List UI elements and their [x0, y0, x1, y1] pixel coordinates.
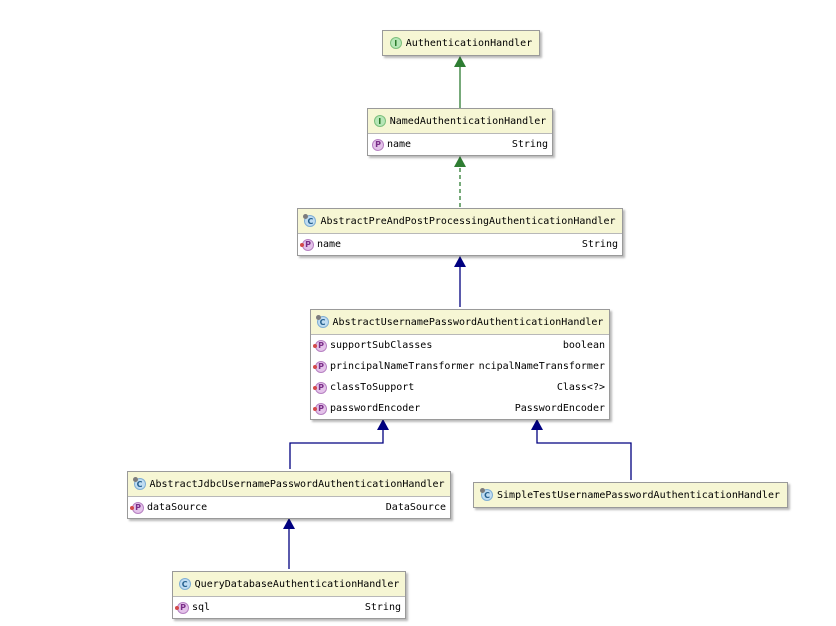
property-type: PasswordEncoder [514, 403, 605, 414]
property-name: name [317, 239, 342, 250]
property-name: name [387, 139, 412, 150]
abstract-class-icon: C [132, 477, 146, 490]
node-abstract-pre-and-post-processing-handler[interactable]: C AbstractPreAndPostProcessingAuthentica… [297, 208, 623, 256]
interface-icon: I [389, 37, 402, 49]
property-row: P name String [298, 234, 622, 255]
property-type: String [581, 239, 618, 250]
node-header: C AbstractPreAndPostProcessingAuthentica… [298, 209, 622, 234]
property-name: passwordEncoder [330, 403, 421, 414]
node-simple-test-username-password-handler[interactable]: C SimpleTestUsernamePasswordAuthenticati… [473, 482, 788, 508]
arrowhead-authentication-handler [454, 56, 466, 67]
property-row: P principalNameTransformer ncipalNameTra… [311, 356, 609, 377]
property-icon: P [313, 402, 327, 415]
class-icon: C [178, 578, 191, 590]
node-title: QueryDatabaseAuthenticationHandler [194, 578, 400, 590]
node-header: I AuthenticationHandler [383, 31, 539, 55]
node-header: I NamedAuthenticationHandler [368, 109, 552, 134]
node-abstract-username-password-handler[interactable]: C AbstractUsernamePasswordAuthentication… [310, 309, 610, 420]
node-header: C SimpleTestUsernamePasswordAuthenticati… [474, 483, 787, 507]
property-type: Class<?> [556, 382, 605, 393]
property-row: P supportSubClasses boolean [311, 335, 609, 356]
property-row: P dataSource DataSource [128, 497, 450, 518]
property-type: String [511, 139, 548, 150]
property-type: DataSource [385, 502, 446, 513]
property-name: dataSource [147, 502, 208, 513]
property-icon: P [372, 138, 384, 151]
class-icon: C [480, 488, 494, 501]
arrowhead-username-password-right [531, 419, 543, 430]
property-name: principalNameTransformer [330, 361, 475, 372]
property-icon: P [313, 360, 327, 373]
abstract-class-icon: C [315, 315, 329, 328]
property-icon: P [175, 601, 189, 614]
arrowhead-username-password-left [377, 419, 389, 430]
node-title: AbstractUsernamePasswordAuthenticationHa… [332, 316, 604, 328]
property-icon: P [300, 238, 314, 251]
property-row: P sql String [173, 597, 405, 618]
interface-icon: I [373, 115, 386, 127]
node-named-authentication-handler[interactable]: I NamedAuthenticationHandler P name Stri… [367, 108, 553, 156]
node-query-database-handler[interactable]: C QueryDatabaseAuthenticationHandler P s… [172, 571, 406, 619]
property-name: supportSubClasses [330, 340, 433, 351]
arrowhead-prepost [454, 256, 466, 267]
node-header: C QueryDatabaseAuthenticationHandler [173, 572, 405, 597]
property-icon: P [130, 501, 144, 514]
node-header: C AbstractJdbcUsernamePasswordAuthentica… [128, 472, 450, 497]
edge-jdbc-to-username-password [289, 429, 384, 469]
property-icon: P [313, 339, 327, 352]
node-title: SimpleTestUsernamePasswordAuthentication… [497, 489, 780, 501]
node-header: C AbstractUsernamePasswordAuthentication… [311, 310, 609, 335]
property-row: P name String [368, 134, 552, 155]
property-row: P classToSupport Class<?> [311, 377, 609, 398]
property-type: boolean [562, 340, 605, 351]
node-authentication-handler[interactable]: I AuthenticationHandler [382, 30, 540, 56]
node-abstract-jdbc-username-password-handler[interactable]: C AbstractJdbcUsernamePasswordAuthentica… [127, 471, 451, 519]
property-name: sql [192, 602, 211, 613]
node-title: AbstractPreAndPostProcessingAuthenticati… [320, 215, 616, 227]
property-row: P passwordEncoder PasswordEncoder [311, 398, 609, 419]
node-title: NamedAuthenticationHandler [389, 115, 547, 127]
property-name: classToSupport [330, 382, 415, 393]
node-title: AbstractJdbcUsernamePasswordAuthenticati… [149, 478, 445, 490]
edge-simpletest-to-username-password [536, 429, 632, 480]
arrowhead-jdbc [283, 518, 295, 529]
arrowhead-named-handler [454, 156, 466, 167]
property-type: String [364, 602, 401, 613]
abstract-class-icon: C [303, 214, 317, 227]
node-title: AuthenticationHandler [405, 37, 533, 49]
property-icon: P [313, 381, 327, 394]
property-type: ncipalNameTransformer [478, 361, 605, 372]
